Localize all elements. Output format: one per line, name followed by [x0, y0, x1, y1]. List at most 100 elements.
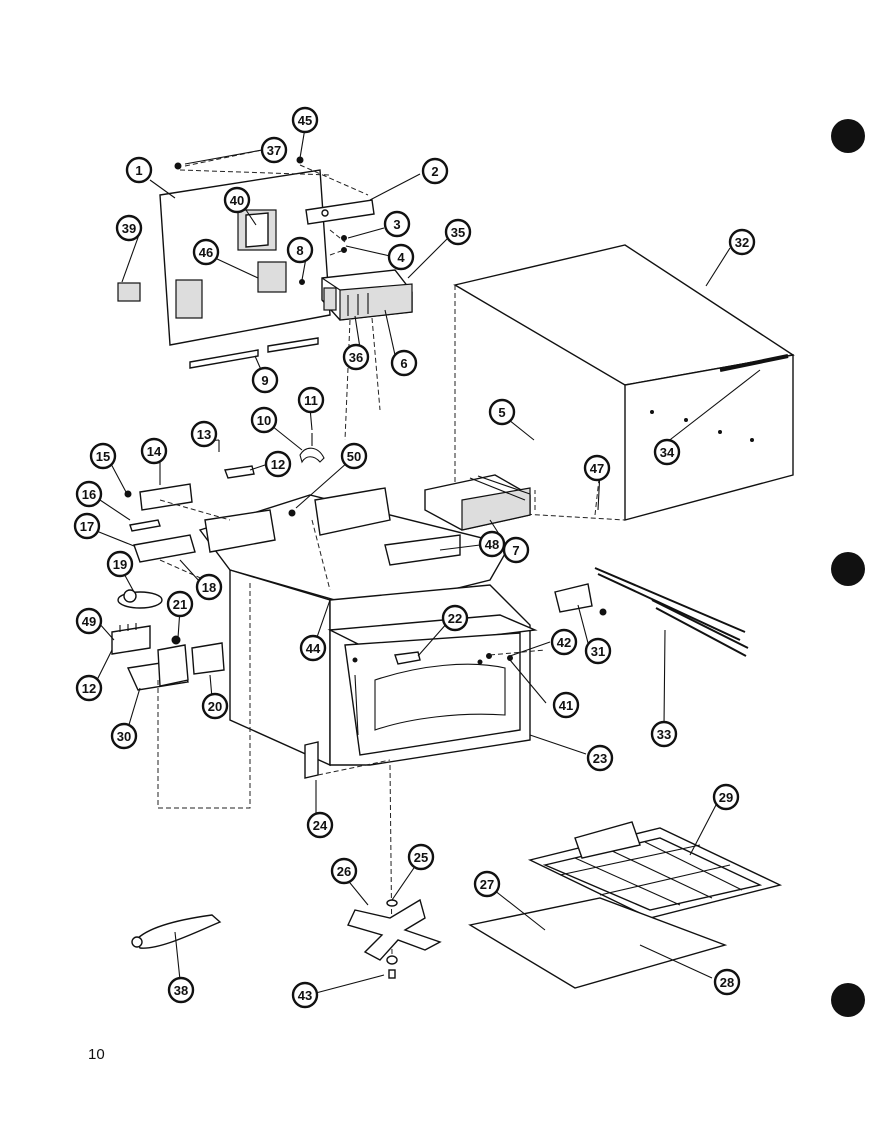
callout-27: 27 [473, 870, 501, 898]
callout-circle [550, 628, 578, 656]
callout-circle [167, 976, 195, 1004]
callout-11: 11 [297, 386, 325, 414]
callout-number: 21 [173, 597, 187, 612]
stirrer-fan [347, 898, 442, 979]
callout-number: 31 [591, 644, 605, 659]
callout-5: 5 [488, 398, 516, 426]
callout-circle [441, 604, 469, 632]
callout-33: 33 [650, 720, 678, 748]
callout-circle [192, 238, 220, 266]
callout-number: 38 [174, 983, 188, 998]
callout-number: 42 [557, 635, 571, 650]
callout-number: 39 [122, 221, 136, 236]
callout-circle [653, 438, 681, 466]
callout-number: 14 [147, 444, 162, 459]
callout-number: 28 [720, 975, 734, 990]
callout-number: 41 [559, 698, 573, 713]
callout-circle [650, 720, 678, 748]
callout-46: 46 [192, 238, 220, 266]
callout-number: 3 [393, 217, 400, 232]
callout-circle [89, 442, 117, 470]
callout-number: 7 [512, 543, 519, 558]
callout-17: 17 [73, 512, 101, 540]
callout-circle [260, 136, 288, 164]
oven-tray [527, 821, 783, 947]
control-panel-plate [117, 156, 375, 369]
callout-6: 6 [390, 349, 418, 377]
callout-30: 30 [110, 722, 138, 750]
callout-29: 29 [712, 783, 740, 811]
callout-number: 47 [590, 461, 604, 476]
callout-circle [297, 386, 325, 414]
callout-number: 34 [660, 445, 675, 460]
callout-42: 42 [550, 628, 578, 656]
callout-circle [383, 210, 411, 238]
callout-21: 21 [166, 590, 194, 618]
callout-number: 10 [257, 413, 271, 428]
callout-circle [75, 607, 103, 635]
callout-number: 11 [304, 393, 318, 408]
binder-hole [831, 119, 865, 153]
callout-number: 30 [117, 729, 131, 744]
left-components [111, 433, 325, 691]
callout-circle [712, 783, 740, 811]
callout-circle [584, 637, 612, 665]
callout-circle [478, 530, 506, 558]
callout-number: 33 [657, 727, 671, 742]
callout-number: 18 [202, 580, 216, 595]
outer-cabinet [453, 244, 795, 521]
callout-15: 15 [89, 442, 117, 470]
callout-circle [140, 437, 168, 465]
callout-number: 9 [261, 373, 268, 388]
bottom-plate [468, 897, 728, 989]
callout-circle [195, 573, 223, 601]
callout-circle [552, 691, 580, 719]
callout-circle [340, 442, 368, 470]
callout-number: 12 [82, 681, 96, 696]
callout-number: 44 [306, 641, 321, 656]
callout-circle [502, 536, 530, 564]
callout-circle [291, 981, 319, 1009]
callout-36: 36 [342, 343, 370, 371]
callout-number: 8 [296, 243, 303, 258]
callout-circle [342, 343, 370, 371]
callout-4: 4 [387, 243, 415, 271]
callout-number: 23 [593, 751, 607, 766]
callout-number: 6 [400, 356, 407, 371]
callout-circle [387, 243, 415, 271]
binder-hole [831, 983, 865, 1017]
callout-28: 28 [713, 968, 741, 996]
callout-41: 41 [552, 691, 580, 719]
callout-number: 5 [498, 405, 505, 420]
callout-3: 3 [383, 210, 411, 238]
callout-circle [488, 398, 516, 426]
callout-49: 49 [75, 607, 103, 635]
callout-circle [190, 420, 218, 448]
callout-47: 47 [583, 454, 611, 482]
callout-number: 17 [80, 519, 94, 534]
callout-32: 32 [728, 228, 756, 256]
callout-circle [421, 157, 449, 185]
callout-number: 12 [271, 457, 285, 472]
callout-2: 2 [421, 157, 449, 185]
callout-circle [586, 744, 614, 772]
callout-50: 50 [340, 442, 368, 470]
callout-circle [125, 156, 153, 184]
right-components [304, 567, 749, 779]
callout-circle [250, 406, 278, 434]
callout-circle [201, 692, 229, 720]
callout-circle [583, 454, 611, 482]
callout-8: 8 [286, 236, 314, 264]
callout-37: 37 [260, 136, 288, 164]
callout-number: 22 [448, 611, 462, 626]
callout-44: 44 [299, 634, 327, 662]
callout-23: 23 [586, 744, 614, 772]
callout-circle [75, 674, 103, 702]
oven-chassis [198, 487, 538, 767]
callout-number: 46 [199, 245, 213, 260]
callout-22: 22 [441, 604, 469, 632]
callout-number: 29 [719, 790, 733, 805]
callout-number: 45 [298, 113, 312, 128]
